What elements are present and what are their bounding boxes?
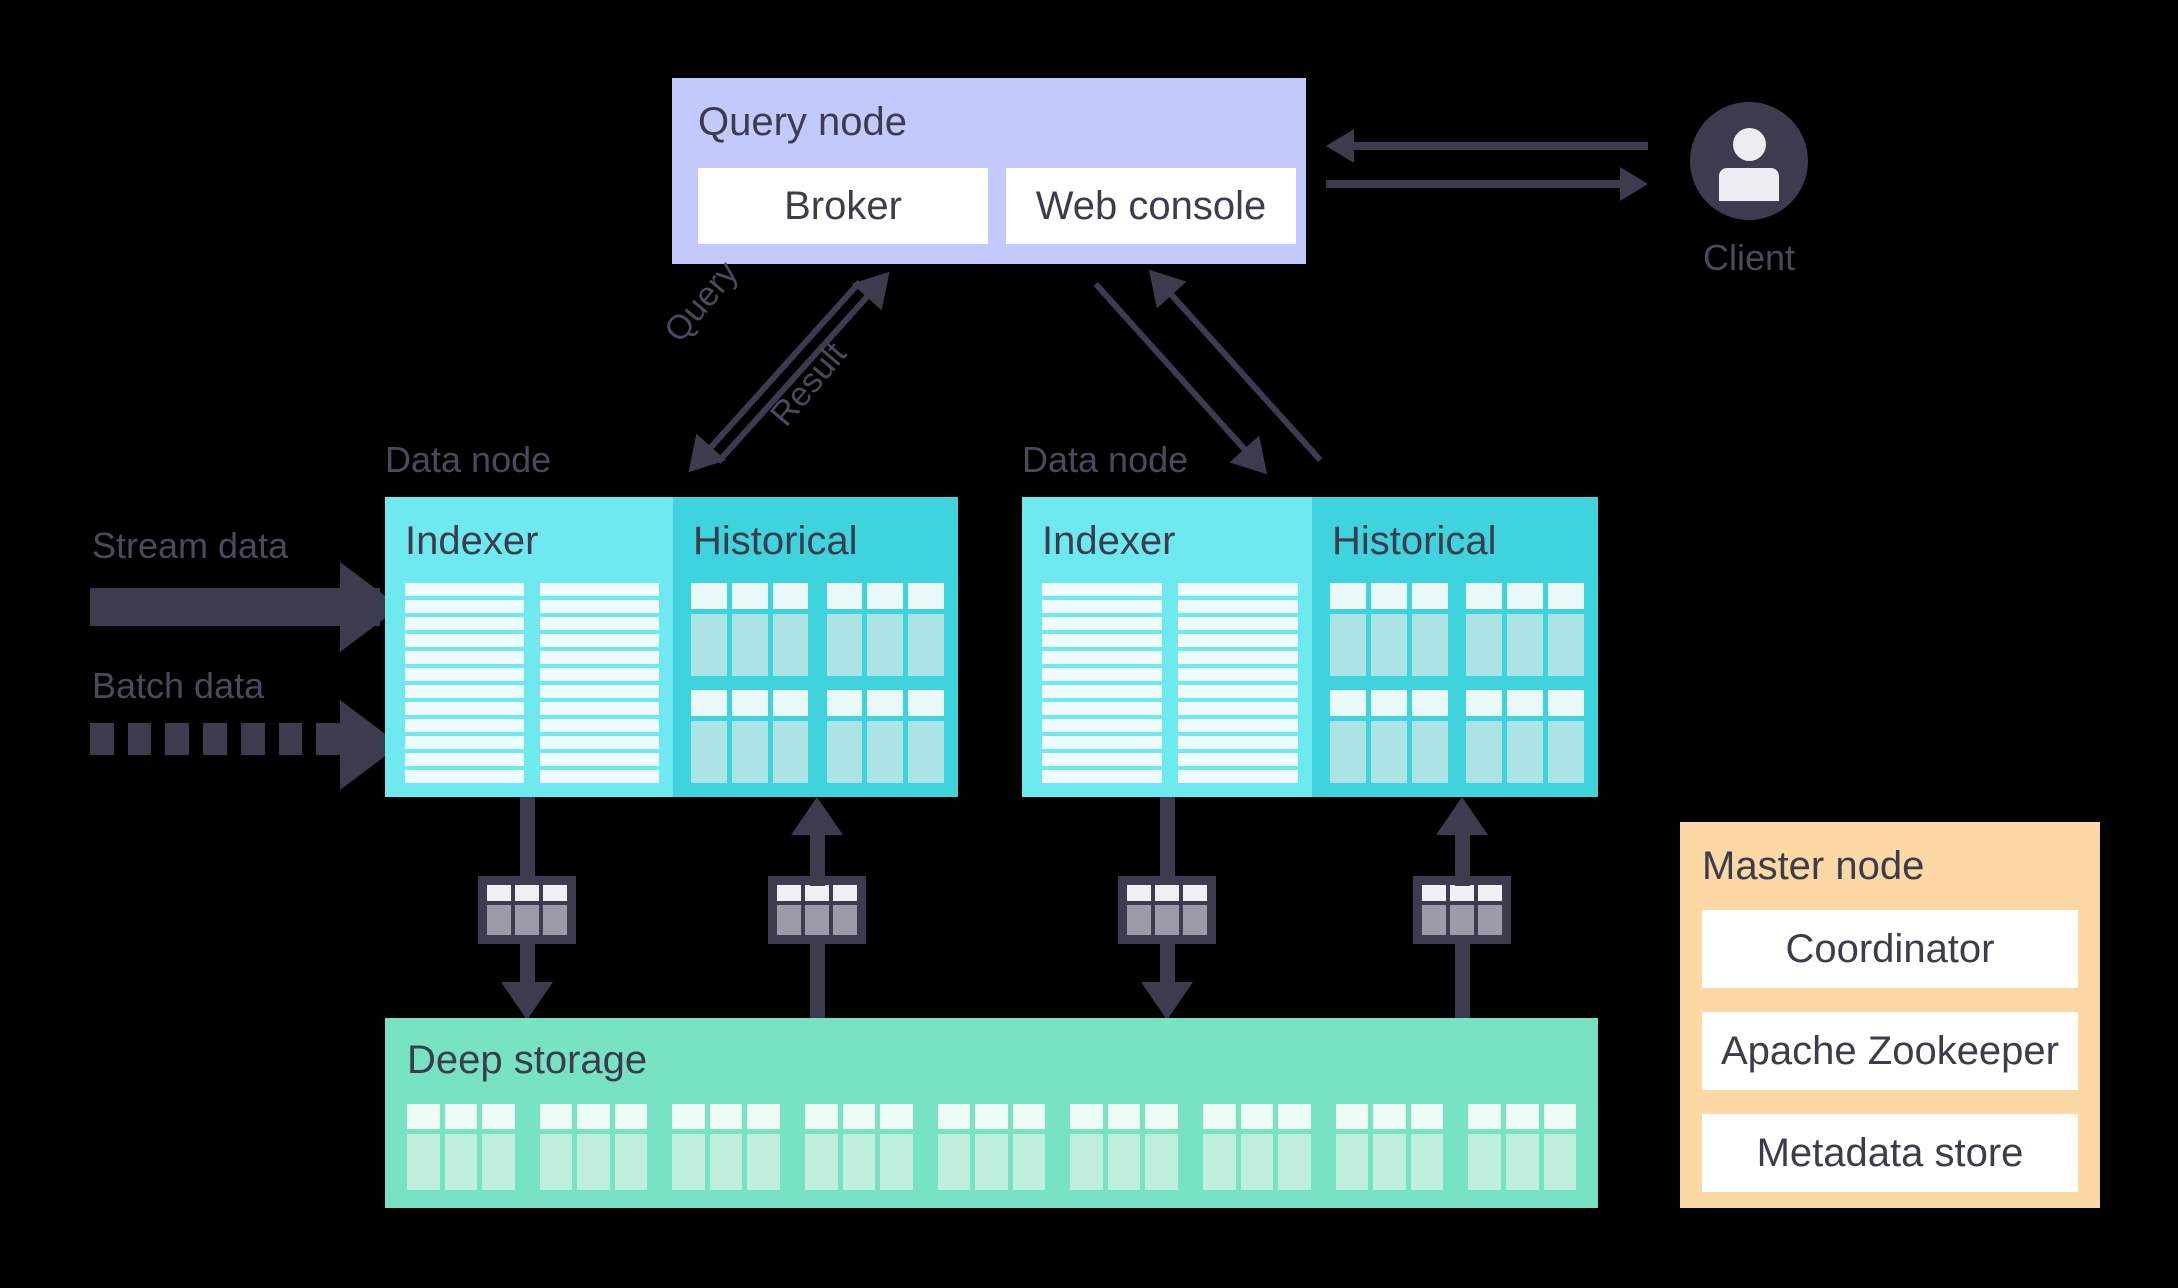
segment-tile xyxy=(1468,1104,1577,1190)
segment-tile xyxy=(407,1104,515,1190)
segment-tile xyxy=(1335,1104,1444,1190)
segment-tile xyxy=(672,1104,781,1190)
segment-tile xyxy=(691,690,809,783)
indexer-title-1: Indexer xyxy=(405,519,539,563)
metadata-store-service-box[interactable]: Metadata store xyxy=(1702,1114,2078,1192)
segment-icon-2 xyxy=(768,876,866,944)
person-body-shape xyxy=(1719,168,1779,201)
transfer-1-arrowhead-down xyxy=(501,982,553,1020)
metadata-store-label: Metadata store xyxy=(1756,1131,2024,1175)
web-console-service-box[interactable]: Web console xyxy=(1006,168,1296,244)
segment-tile xyxy=(1203,1104,1311,1190)
historical-title-1: Historical xyxy=(693,519,858,563)
arrow-client-to-query-request xyxy=(1326,167,1648,201)
segment-tile xyxy=(1070,1104,1179,1190)
arrow-client-to-query-response xyxy=(1326,129,1648,163)
segment-tile xyxy=(937,1104,1046,1190)
zookeeper-label: Apache Zookeeper xyxy=(1720,1029,2059,1073)
deep-storage-panel[interactable]: Deep storage xyxy=(385,1018,1598,1208)
transfer-4-arrowhead-up xyxy=(1436,797,1488,835)
transfer-2-shaft-upper xyxy=(810,834,825,886)
coordinator-label: Coordinator xyxy=(1785,927,1995,971)
result-flow-label: Result xyxy=(763,335,855,434)
data-node-1-historical[interactable]: Historical xyxy=(673,497,958,797)
segment-tile xyxy=(1330,583,1448,676)
data-node-2-label: Data node xyxy=(1022,439,1189,480)
segment-tile xyxy=(691,583,809,676)
broker-label: Broker xyxy=(784,184,902,228)
master-node-panel[interactable]: Master node Coordinator Apache Zookeeper… xyxy=(1680,822,2100,1208)
historical-segments-2 xyxy=(1330,583,1584,783)
segment-icon-3 xyxy=(1118,876,1216,944)
segment-tile xyxy=(1466,583,1584,676)
segment-tile xyxy=(1466,690,1584,783)
person-head-shape xyxy=(1733,128,1766,161)
stream-data-label: Stream data xyxy=(92,525,289,566)
batch-data-dashed-shaft xyxy=(90,723,341,755)
batch-data-label: Batch data xyxy=(92,665,265,706)
deep-storage-segments xyxy=(407,1104,1577,1190)
segment-icon-4 xyxy=(1413,876,1511,944)
segment-tile xyxy=(1330,690,1448,783)
zookeeper-service-box[interactable]: Apache Zookeeper xyxy=(1702,1012,2078,1090)
transfer-4-shaft-upper xyxy=(1455,834,1470,886)
transfer-1-shaft-lower xyxy=(520,944,535,986)
historical-title-2: Historical xyxy=(1332,519,1497,563)
transfer-3-arrowhead-down xyxy=(1141,982,1193,1020)
indexer-log-columns-1 xyxy=(405,583,659,783)
web-console-label: Web console xyxy=(1035,184,1267,228)
data-node-1-label: Data node xyxy=(385,439,552,480)
stream-data-arrow-shaft xyxy=(90,588,380,626)
segment-tile xyxy=(826,690,945,783)
segment-tile xyxy=(826,583,945,676)
indexer-title-2: Indexer xyxy=(1042,519,1176,563)
data-node-2-indexer[interactable]: Indexer xyxy=(1022,497,1312,797)
historical-segments-1 xyxy=(691,583,944,783)
segment-tile xyxy=(539,1104,648,1190)
query-node-title: Query node xyxy=(698,100,908,144)
query-node-panel[interactable]: Query node Broker Web console xyxy=(672,78,1306,264)
client-person-icon xyxy=(1690,102,1808,220)
segment-icon-1 xyxy=(478,876,576,944)
data-node-1-indexer[interactable]: Indexer xyxy=(385,497,673,797)
segment-tile xyxy=(805,1104,913,1190)
data-node-2[interactable]: Indexer Historical xyxy=(1022,497,1598,797)
transfer-2-arrowhead-up xyxy=(791,797,843,835)
transfer-3-shaft-lower xyxy=(1160,944,1175,986)
deep-storage-title: Deep storage xyxy=(407,1038,648,1082)
query-flow-label: Query xyxy=(657,254,746,350)
broker-service-box[interactable]: Broker xyxy=(698,168,988,244)
indexer-log-columns-2 xyxy=(1042,583,1298,783)
coordinator-service-box[interactable]: Coordinator xyxy=(1702,910,2078,988)
data-node-2-historical[interactable]: Historical xyxy=(1312,497,1598,797)
client-label: Client xyxy=(1702,237,1796,278)
master-node-title: Master node xyxy=(1702,844,1925,888)
data-node-1[interactable]: Indexer Historical xyxy=(385,497,958,797)
